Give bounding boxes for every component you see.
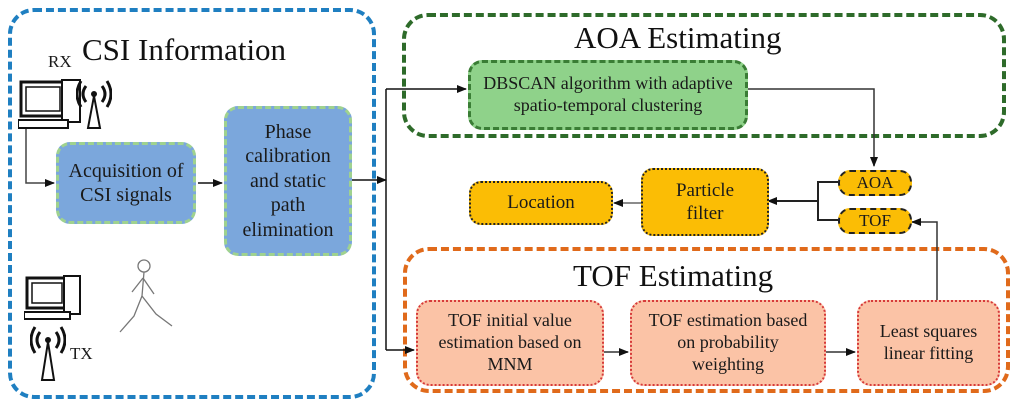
csi-information-group [8,8,376,399]
least-squares-node: Least squares linear fitting [857,300,1000,386]
location-node: Location [469,181,613,225]
least-squares-to-tof-connector [911,218,938,300]
rx-antenna-icon [76,80,112,129]
tof-group-title: TOF Estimating [573,258,774,293]
tof-estimating-group [403,247,1010,393]
tof-initial-node: TOF initial value estimation based on MN… [416,300,604,386]
dbscan-to-aoa-connector [745,88,878,167]
tx-antenna-icon [30,326,66,381]
tof-probability-node: TOF estimation based on probability weig… [630,300,826,386]
particle-filter-node: Particle filter [641,168,769,236]
dbscan-node: DBSCAN algorithm with adaptive spatio-te… [468,60,748,130]
aoa-group-title: AOA Estimating [574,20,782,55]
aoa-output-node: AOA [838,170,912,196]
tx-computer-icon [24,275,81,320]
rx-to-acquisition-connector [25,123,55,187]
tx-label: TX [70,344,93,363]
acquisition-node: Acquisition of CSI signals [56,142,196,224]
phase-calibration-node: Phase calibration and static path elimin… [224,106,352,256]
tof-output-node: TOF [838,208,912,234]
csi-group-title: CSI Information [82,32,287,67]
aoa-tof-merge-connector [817,181,838,221]
aoa-estimating-group [402,13,1006,138]
walking-person-icon [119,259,173,333]
rx-computer-icon [18,79,81,129]
rx-label: RX [48,52,72,71]
